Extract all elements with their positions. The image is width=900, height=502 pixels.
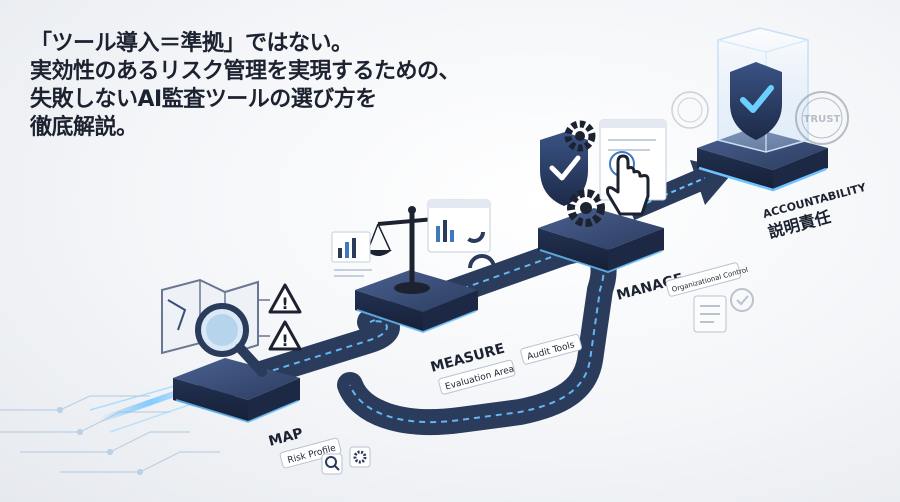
circuit-lines bbox=[0, 395, 220, 476]
connector-lines bbox=[258, 299, 270, 337]
magnifier-icon bbox=[195, 303, 267, 377]
trust-seal-label: TRUST bbox=[804, 114, 841, 125]
headline-line-4: 徹底解説。 bbox=[30, 115, 138, 140]
headline-line-2: 実効性のあるリスク管理を実現するための、 bbox=[30, 59, 461, 84]
manage-block bbox=[538, 208, 664, 274]
headline-line-3: 失敗しないAI監査ツールの選び方を bbox=[30, 87, 377, 112]
headline-line-1: 「ツール導入＝準拠」ではない。 bbox=[30, 31, 353, 56]
stamp-icon bbox=[671, 91, 709, 129]
map-block bbox=[173, 358, 300, 424]
svg-text:!: ! bbox=[281, 331, 288, 350]
gear-icon bbox=[564, 120, 596, 152]
gear-icon bbox=[567, 189, 605, 227]
warning-icon: ! bbox=[268, 320, 302, 351]
map-title: MAP bbox=[267, 425, 305, 450]
shield-check-icon bbox=[730, 62, 782, 140]
warning-icon: ! bbox=[268, 283, 302, 314]
headline: 「ツール導入＝準拠」ではない。 実効性のあるリスク管理を実現するための、 失敗し… bbox=[30, 30, 461, 142]
pointer-hand-icon bbox=[606, 154, 650, 216]
dashboard-icon bbox=[427, 199, 496, 269]
measure-tag-2: Audit Tools bbox=[520, 333, 582, 365]
search-icon bbox=[321, 453, 343, 475]
svg-text:!: ! bbox=[281, 294, 288, 313]
trust-seal-icon: TRUST bbox=[795, 91, 849, 145]
checklist-icon bbox=[693, 288, 754, 333]
shield-check-icon bbox=[540, 132, 588, 206]
chart-icon bbox=[331, 231, 372, 277]
gear-icon bbox=[349, 446, 371, 468]
